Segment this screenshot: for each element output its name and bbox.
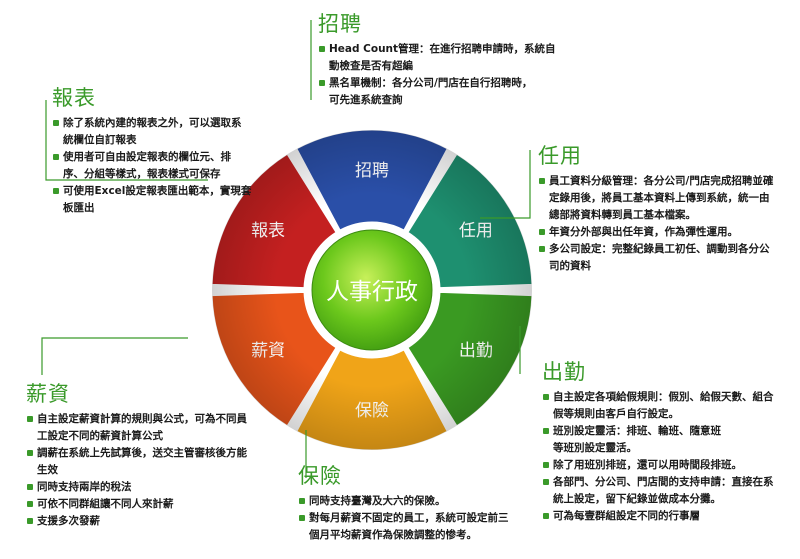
list-item: 除了用班別排班，還可以用時間段排班。 bbox=[542, 457, 798, 474]
block-report: 報表 除了系統內建的報表之外，可以選取系 統欄位自訂報表 使用者可自由設定報表的… bbox=[52, 82, 282, 217]
block-attendance: 出勤 自主設定各項給假規則：假別、給假天數、組合 假等規則由客戶自行設定。 班別… bbox=[542, 356, 798, 525]
block-recruit: 招聘 Head Count管理：在進行招聘申請時，系統自 動檢查是否有超編 黑名… bbox=[318, 8, 578, 109]
list-item-cont: 總部將資料轉到員工基本檔案。 bbox=[549, 209, 696, 221]
list-item: 除了系統內建的報表之外，可以選取系 bbox=[52, 115, 282, 132]
block-title: 報表 bbox=[52, 86, 96, 110]
list-item-cont: 序、分組等樣式，報表樣式可保存 bbox=[63, 168, 221, 180]
callout-line-report bbox=[45, 100, 208, 181]
center-circle bbox=[311, 229, 433, 351]
list-item-cont: 可先進系統查詢 bbox=[329, 94, 403, 106]
list-item: 同時支持兩岸的稅法 bbox=[26, 479, 266, 496]
block-list: Head Count管理：在進行招聘申請時，系統自 動檢查是否有超編 黑名單機制… bbox=[318, 41, 578, 109]
block-title: 薪資 bbox=[26, 382, 70, 406]
list-item: 可使用Excel設定報表匯出範本，實現套 bbox=[52, 183, 282, 200]
list-item-cont: 統欄位自訂報表 bbox=[63, 134, 137, 146]
block-list: 除了系統內建的報表之外，可以選取系 統欄位自訂報表 使用者可自由設定報表的欄位元… bbox=[52, 115, 282, 217]
block-insurance: 保險 同時支持臺灣及大六的保險。 對每月薪資不固定的員工，系統可設定前三 個月平… bbox=[298, 460, 528, 544]
center-label: 人事行政 bbox=[326, 279, 418, 305]
list-item-cont: 假等規則由客戶自行設定。 bbox=[553, 408, 679, 420]
list-item: 調薪在系統上先試算後，送交主管審核後方能 bbox=[26, 445, 266, 462]
callout-line-appoint bbox=[480, 150, 531, 219]
list-item: 黑名單機制：各分公司/門店在自行招聘時， bbox=[318, 75, 578, 92]
block-list: 同時支持臺灣及大六的保險。 對每月薪資不固定的員工，系統可設定前三 個月平均薪資… bbox=[298, 493, 528, 544]
list-item-cont: 生效 bbox=[37, 464, 58, 476]
list-item-cont: 個月平均薪資作為保險調整的惨考。 bbox=[309, 529, 477, 541]
list-item-cont: 司的資料 bbox=[549, 260, 591, 272]
list-item: 員工資料分級管理：各分公司/門店完成招聘並確 bbox=[538, 173, 798, 190]
callout-line-salary bbox=[41, 337, 188, 375]
list-item-cont: 動檢查是否有超編 bbox=[329, 60, 413, 72]
list-item: 自主設定各項給假規則：假別、給假天數、組合 bbox=[542, 389, 798, 406]
list-item-cont: 統上設定，留下紀錄並做成本分攤。 bbox=[553, 493, 721, 505]
block-title: 保險 bbox=[298, 464, 342, 488]
list-item: 各部門、分公司、門店間的支持申請：直接在系 bbox=[542, 474, 798, 491]
list-item-cont: 工設定不同的薪資計算公式 bbox=[37, 430, 163, 442]
list-item: 可為每壹群組設定不同的行事層 bbox=[542, 508, 798, 525]
list-item-cont: 定錄用後，將員工基本資料上傳到系統，統一由 bbox=[549, 192, 770, 204]
list-item: 同時支持臺灣及大六的保險。 bbox=[298, 493, 528, 510]
block-list: 員工資料分級管理：各分公司/門店完成招聘並確 定錄用後，將員工基本資料上傳到系統… bbox=[538, 173, 798, 275]
block-list: 自主設定薪資計算的規則與公式，可為不同員 工設定不同的薪資計算公式 調薪在系統上… bbox=[26, 411, 266, 530]
list-item: 使用者可自由設定報表的欄位元、排 bbox=[52, 149, 282, 166]
list-item: 自主設定薪資計算的規則與公式，可為不同員 bbox=[26, 411, 266, 428]
block-title: 招聘 bbox=[318, 12, 362, 36]
block-title: 出勤 bbox=[542, 360, 586, 384]
block-appoint: 任用 員工資料分級管理：各分公司/門店完成招聘並確 定錄用後，將員工基本資料上傳… bbox=[538, 140, 798, 275]
list-item: 對每月薪資不固定的員工，系統可設定前三 bbox=[298, 510, 528, 527]
list-item: Head Count管理：在進行招聘申請時，系統自 bbox=[318, 41, 578, 58]
list-item: 可依不同群組讓不同人來計薪 bbox=[26, 496, 266, 513]
list-item-cont: 等班別設定靈活。 bbox=[553, 442, 637, 454]
block-salary: 薪資 自主設定薪資計算的規則與公式，可為不同員 工設定不同的薪資計算公式 調薪在… bbox=[26, 378, 266, 530]
list-item-cont: 板匯出 bbox=[63, 202, 95, 214]
list-item: 支援多次發薪 bbox=[26, 513, 266, 530]
list-item: 班別設定靈活：排班、輪班、隨意班 bbox=[542, 423, 798, 440]
block-list: 自主設定各項給假規則：假別、給假天數、組合 假等規則由客戶自行設定。 班別設定靈… bbox=[542, 389, 798, 525]
block-title: 任用 bbox=[538, 144, 582, 168]
list-item: 多公司設定：完整紀錄員工初任、調動到各分公 bbox=[538, 241, 798, 258]
list-item: 年資分外部與出任年資，作為彈性運用。 bbox=[538, 224, 798, 241]
